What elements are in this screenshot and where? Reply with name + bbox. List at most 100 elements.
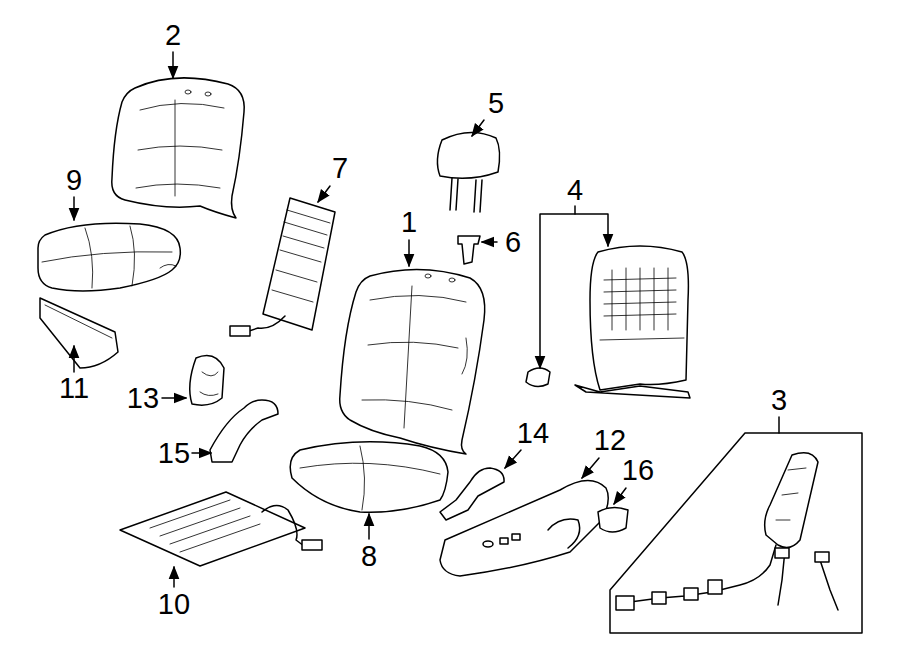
drawing-stroke [262,505,304,546]
seat-side-cover [440,480,608,576]
drawing-stroke [540,214,608,368]
drawing-stroke [574,206,576,214]
drawing-stroke [776,468,806,520]
drawing-stroke [302,540,322,550]
drawing-stroke [38,223,180,291]
drawing-stroke [272,210,330,302]
drawing-stroke [815,552,829,562]
headrest-guide [458,236,480,264]
drawing-stroke [120,492,305,566]
drawing-stroke [210,400,278,462]
callout-number: 14 [517,419,549,448]
seat-cushion-cover [38,223,180,291]
drawing-stroke [40,298,118,368]
drawing-stroke [449,278,455,282]
callout-number: 9 [66,166,82,195]
drawing-stroke [614,488,626,504]
drawing-stroke [500,538,508,544]
drawing-stroke [778,417,780,433]
drawing-stroke [362,286,467,428]
drawing-stroke [652,592,666,604]
drawing-stroke [185,90,191,94]
inner-trim [440,468,504,520]
drawing-stroke [230,326,250,336]
callout-number: 6 [505,228,521,257]
drawing-stroke [162,397,186,399]
callout-number: 11 [59,374,89,403]
drawing-stroke [450,178,482,212]
drawing-stroke [684,588,698,600]
drawing-stroke [437,132,499,178]
recliner-cover [190,356,224,406]
drawing-stroke [598,507,628,532]
seatback-cover [112,78,244,218]
drawing-stroke [425,274,431,278]
drawing-stroke [368,514,370,539]
drawing-stroke [340,269,485,454]
callout-number: 4 [567,176,583,205]
drawing-stroke [505,450,521,468]
callout-number: 10 [158,590,190,619]
drawing-stroke [482,241,497,243]
drawing-stroke [136,100,224,196]
drawing-stroke [200,372,218,396]
side-airbag [610,433,862,633]
callout-number: 8 [361,542,377,571]
drawing-stroke [45,305,112,338]
drawing-stroke [112,78,244,218]
drawing-stroke [708,580,722,594]
callout-number: 16 [622,456,654,485]
headrest [437,132,499,212]
drawing-stroke [172,52,174,78]
seatback [340,269,485,454]
drawing-stroke [582,458,599,478]
drawing-stroke [590,246,688,390]
callout-number: 1 [401,208,417,237]
drawing-stroke [42,226,176,288]
drawing-stroke [778,550,838,610]
drawing-stroke [548,519,580,548]
inner-cover [210,400,278,462]
callout-number: 2 [165,21,181,50]
callout-number: 15 [158,439,190,468]
back-panel [526,246,690,398]
leader-lines [74,52,779,587]
drawing-stroke [483,541,493,547]
drawing-stroke [300,446,440,510]
drawing-stroke [192,452,211,454]
callout-number: 5 [488,89,504,118]
seat-cushion [290,442,448,512]
drawing-stroke [458,236,480,264]
drawing-stroke [205,92,211,96]
cushion-trim [40,298,118,368]
drawing-stroke [765,453,818,548]
drawing-stroke [73,197,75,220]
drawing-stroke [246,316,285,332]
drawing-stroke [440,468,504,520]
drawing-stroke [190,356,224,406]
drawing-stroke [408,240,410,266]
drawing-stroke [290,442,448,512]
drawing-stroke [600,268,684,340]
drawing-stroke [263,198,335,330]
callout-number: 12 [594,426,626,455]
drawing-stroke [526,368,550,387]
callout-number: 13 [127,384,159,413]
drawing-stroke [775,548,789,558]
callout-number: 3 [771,386,787,415]
drawing-stroke [616,596,634,610]
drawing-stroke [575,385,690,398]
drawing-stroke [472,120,484,136]
drawing-stroke [173,567,175,587]
drawing-stroke [610,433,862,633]
adjust-knob [598,507,628,532]
callout-number: 7 [332,154,348,183]
drawing-stroke [440,480,608,576]
drawing-stroke [150,500,260,552]
seatback-heater [230,198,335,336]
drawing-stroke [318,186,330,202]
drawing-stroke [73,346,75,372]
cushion-heater [120,492,322,566]
